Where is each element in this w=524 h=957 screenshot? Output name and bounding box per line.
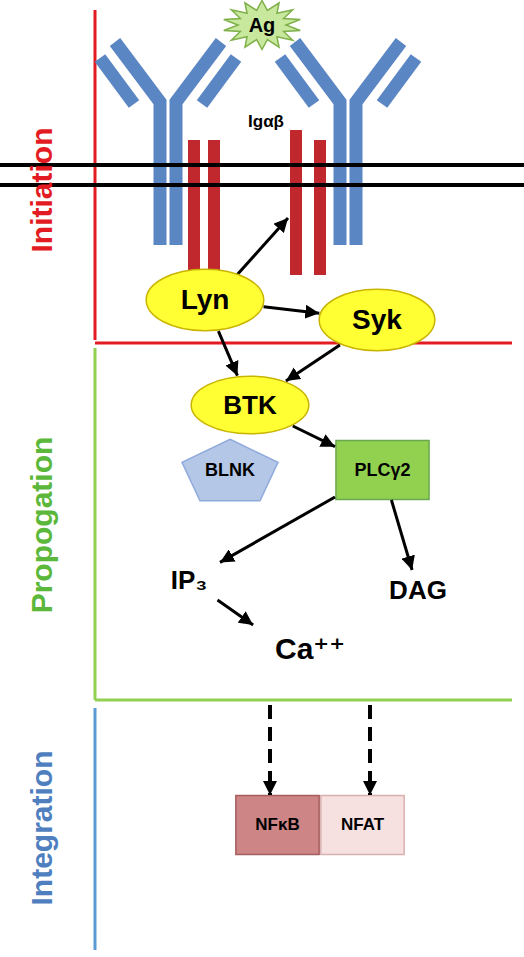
node-text: Ag — [249, 14, 276, 37]
membrane — [0, 163, 524, 167]
section-line — [94, 10, 97, 340]
node-text: DAG — [389, 575, 447, 606]
kinase-ellipse: Lyn — [145, 268, 265, 332]
signal-arrow — [218, 331, 237, 376]
stage-label: Integration — [22, 698, 62, 957]
dashed-arrow — [268, 705, 272, 795]
signal-arrow — [391, 500, 412, 570]
messenger-text: DAG — [380, 570, 456, 610]
adaptor-pentagon: BLNK — [180, 438, 280, 502]
transcription-factor-box: NFκB — [235, 795, 320, 855]
messenger-text: Ca⁺⁺ — [230, 625, 390, 705]
transcription-factor-box: NFAT — [320, 795, 405, 855]
dashed-arrow — [368, 705, 372, 795]
signal-arrow — [220, 497, 335, 562]
antigen-star: Ag — [222, 0, 302, 50]
node-text: NFκB — [255, 815, 299, 835]
node-text: IP₃ — [171, 565, 208, 596]
node-text: BTK — [223, 390, 276, 421]
section-line — [94, 348, 97, 700]
node-text: NFAT — [341, 815, 384, 835]
stage-label: Initiation — [22, 60, 62, 320]
node-text: Lyn — [181, 284, 230, 316]
signal-arrow — [286, 345, 340, 381]
section-line — [95, 699, 512, 702]
leader-arrow — [236, 218, 288, 276]
node-text: Syk — [352, 304, 402, 336]
signal-arrow — [293, 426, 335, 447]
section-line — [95, 342, 512, 345]
node-text: Ca⁺⁺ — [275, 631, 345, 666]
node-text: BLNK — [205, 460, 255, 481]
signal-arrow — [218, 600, 254, 625]
messenger-text: IP₃ — [158, 560, 220, 600]
component-label: Igαβ — [231, 109, 301, 135]
node-text: PLCγ2 — [354, 460, 410, 481]
stage-label: Propogation — [22, 365, 62, 685]
enzyme-box: PLCγ2 — [335, 440, 430, 500]
signal-arrow — [264, 307, 320, 314]
section-line — [94, 708, 97, 950]
ig-alpha-beta — [188, 130, 326, 275]
kinase-ellipse: BTK — [190, 375, 310, 435]
kinase-ellipse: Syk — [318, 288, 436, 352]
membrane — [0, 183, 524, 187]
